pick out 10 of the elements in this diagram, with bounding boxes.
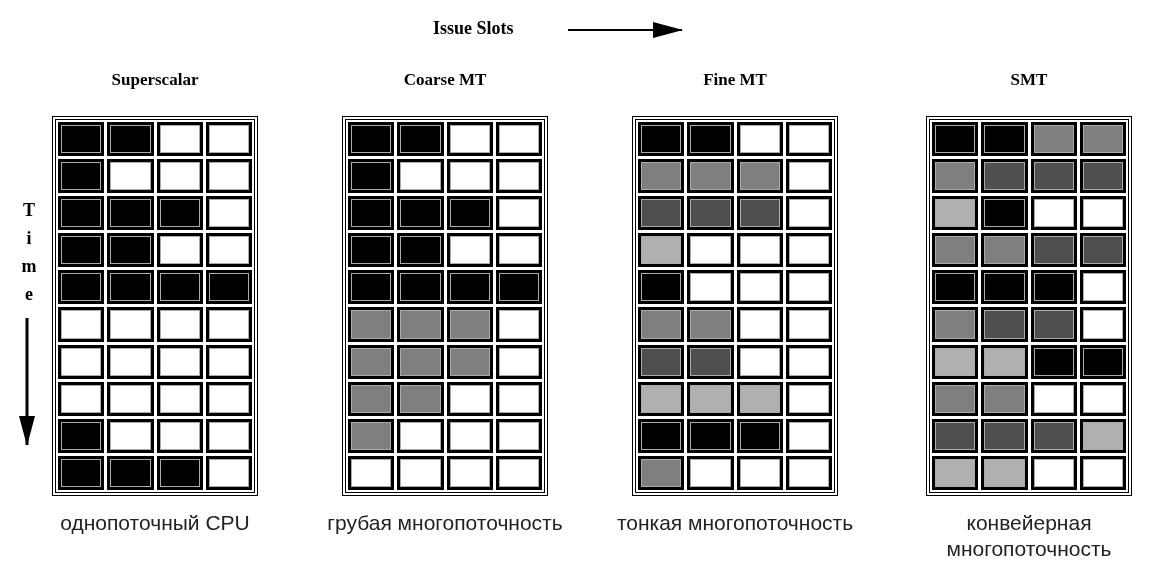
caption-text: грубая многопоточность: [326, 510, 564, 536]
caption-text: однопоточный CPU: [59, 510, 251, 536]
caption-text: конвейерная многопоточность: [945, 510, 1113, 562]
axis-label: Issue Slots: [433, 18, 514, 39]
caption-text: тонкая многопоточность: [615, 510, 855, 536]
panel-heading: Fine MT: [702, 70, 768, 90]
panel-heading: Superscalar: [110, 70, 200, 90]
panel-heading: SMT: [1009, 70, 1049, 90]
axis-label: Time: [18, 200, 36, 312]
panel-heading: Coarse MT: [402, 70, 488, 90]
